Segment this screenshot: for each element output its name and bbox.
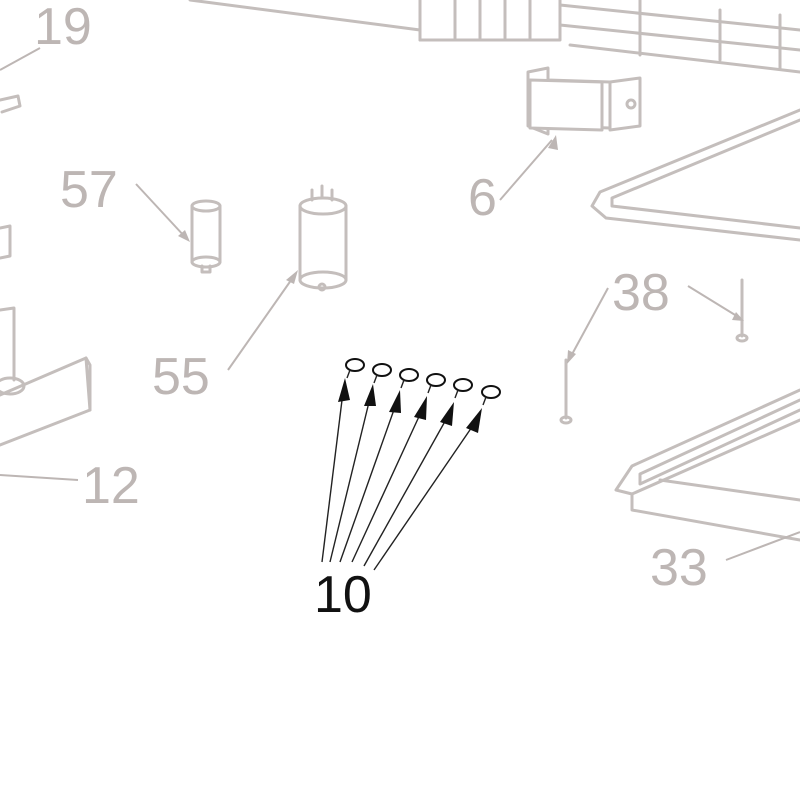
callout-57: 57 <box>60 161 118 219</box>
leader-38b <box>687 285 741 319</box>
arrow-38b <box>732 312 744 321</box>
screw-1 <box>345 358 365 379</box>
arrow-57 <box>178 230 190 242</box>
arrow-55 <box>286 270 298 284</box>
screw-4 <box>426 373 446 394</box>
arrow-6 <box>548 135 558 150</box>
arrows-10 <box>338 378 482 433</box>
screw-5 <box>453 378 473 399</box>
top-rail-part <box>188 0 800 74</box>
callout-10: 10 <box>314 566 372 624</box>
leader-55 <box>227 275 295 371</box>
screw-3 <box>399 368 419 389</box>
screw-2 <box>372 363 392 384</box>
callout-33: 33 <box>650 539 708 597</box>
part-55-capacitor <box>298 184 348 292</box>
part-57-fuse <box>190 199 222 274</box>
leader-38a <box>569 287 609 359</box>
part-33-frame <box>614 388 800 542</box>
callout-12: 12 <box>82 457 140 515</box>
part-10-screws <box>345 358 501 406</box>
leader-12 <box>0 474 79 481</box>
callout-38: 38 <box>612 264 670 322</box>
right-frame-upper <box>590 108 800 242</box>
part-12-panel <box>0 224 92 447</box>
leader-33 <box>725 531 800 561</box>
part-19 <box>0 47 41 114</box>
callout-55: 55 <box>152 348 210 406</box>
leader-57 <box>135 183 187 239</box>
part-6-bracket <box>526 66 642 136</box>
callout-19: 19 <box>34 0 92 56</box>
part-38-rods <box>559 278 749 425</box>
leaders-10 <box>321 391 475 571</box>
leader-6 <box>499 139 553 201</box>
arrow-38a <box>567 350 576 364</box>
callout-6: 6 <box>468 169 497 227</box>
screw-6 <box>481 385 501 406</box>
